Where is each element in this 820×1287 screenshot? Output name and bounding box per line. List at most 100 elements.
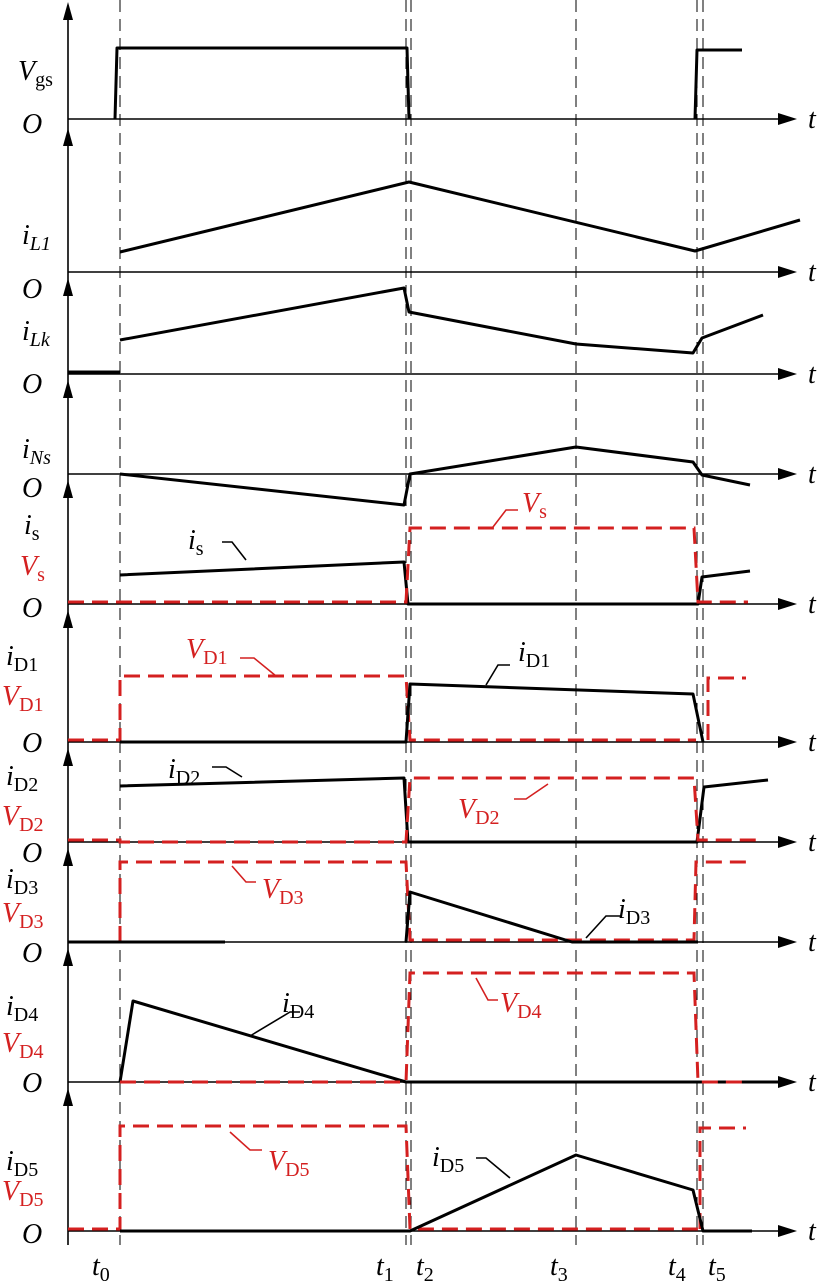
t2-marker: t2 (416, 1251, 434, 1286)
id3-label: iD3 (6, 864, 38, 899)
id5-leader (476, 1157, 511, 1179)
id4-waveform (118, 999, 790, 1084)
is-x-arrow (778, 598, 797, 610)
ins-t-symbol: t (808, 459, 817, 490)
is-annotation: is (188, 525, 204, 560)
vd1-waveform (68, 674, 696, 742)
vd2-annotation: VD2 (458, 794, 500, 829)
origin-label: O (22, 274, 42, 305)
is-label: is (24, 510, 40, 545)
vd1-label: VD1 (2, 681, 44, 716)
vd2-waveform (68, 776, 760, 844)
d1-t-symbol: t (808, 727, 817, 758)
ins-label: iNs (22, 434, 51, 469)
vgs-x-arrow (778, 113, 797, 125)
d1-x-arrow (778, 736, 797, 748)
d3-y-arrow (63, 848, 73, 866)
d3-x-arrow (778, 936, 797, 948)
vs-leader (492, 509, 518, 528)
t0-marker: t0 (92, 1251, 110, 1286)
id1-label: iD1 (6, 641, 38, 676)
d2-x-arrow (778, 836, 797, 848)
vd1-annotation: VD1 (186, 634, 228, 669)
vd3-waveform (118, 860, 746, 942)
id2-leader (212, 766, 243, 778)
vd5-waveform-next (698, 1126, 746, 1229)
vd4-annotation: VD4 (500, 988, 542, 1023)
ilk-y-arrow (63, 278, 73, 296)
panel-labels: Vgs iL1 iLk iNs is Vs iD1 VD1 iD2 VD2 iD… (2, 56, 53, 1211)
origin-labels: O O O O O O O O O O (22, 109, 42, 1250)
vd4-label: VD4 (2, 1028, 44, 1063)
vgs-waveform-next (693, 48, 742, 120)
vd1-waveform-next (706, 676, 746, 740)
ilk-label: iLk (22, 316, 51, 351)
origin-label: O (22, 593, 42, 624)
vs-annotation: Vs (522, 488, 547, 523)
origin-label: O (22, 1068, 42, 1099)
ins-y-arrow (63, 380, 73, 398)
vd5-label: VD5 (2, 1176, 44, 1211)
id4-label: iD4 (6, 991, 38, 1026)
id5-label: iD5 (6, 1146, 38, 1181)
is-leader (222, 541, 247, 561)
ilk-t-symbol: t (808, 359, 817, 390)
d2-t-symbol: t (808, 827, 817, 858)
vd2-label: VD2 (2, 801, 44, 836)
id2-label: iD2 (6, 761, 38, 796)
id1-leader (485, 664, 510, 686)
is-t-symbol: t (808, 589, 817, 620)
id1-waveform (120, 682, 705, 744)
vd3-leader (231, 865, 256, 883)
vd5-leader (229, 1131, 262, 1151)
id5-annotation: iD5 (432, 1142, 464, 1177)
vd2-leader (514, 783, 549, 800)
ins-waveform (119, 445, 751, 507)
is-waveform (119, 560, 751, 606)
id4-annotation: iD4 (282, 988, 314, 1023)
origin-label: O (22, 369, 42, 400)
id1-annotation: iD1 (518, 637, 550, 672)
t3-marker: t3 (550, 1251, 568, 1286)
il1-t-symbol: t (808, 257, 817, 288)
vd1-leader (240, 657, 277, 677)
id5-waveform (120, 1153, 752, 1233)
vs-label: Vs (20, 551, 45, 586)
d1-y-arrow (63, 610, 73, 628)
d4-y-arrow (63, 948, 73, 966)
is-y-arrow (63, 480, 73, 498)
d4-t-symbol: t (808, 1067, 817, 1098)
origin-label: O (22, 473, 42, 504)
vgs-label: Vgs (18, 56, 53, 91)
d5-t-symbol: t (808, 1216, 817, 1247)
vgs-t-symbol: t (808, 104, 817, 135)
vs-waveform (68, 526, 748, 604)
origin-label: O (22, 728, 42, 759)
origin-label: O (22, 109, 42, 140)
vgs-y-arrow (63, 2, 73, 20)
d3-t-symbol: t (808, 927, 817, 958)
id2-waveform (119, 776, 769, 844)
time-markers: t0 t1 t2 t3 t4 t5 (92, 1251, 726, 1286)
vd5-waveform (68, 1124, 698, 1231)
ins-x-arrow (778, 468, 797, 480)
ilk-x-arrow (778, 368, 797, 380)
origin-label: O (22, 838, 42, 869)
d5-x-arrow (778, 1225, 797, 1237)
vd4-waveform (120, 971, 748, 1084)
t-axis-symbols: t t t t t t t t t t (808, 104, 817, 1247)
d2-y-arrow (63, 748, 73, 766)
il1-label: iL1 (22, 220, 51, 255)
il1-waveform (119, 180, 801, 254)
id3-annotation: iD3 (618, 894, 650, 929)
vd4-leader (475, 977, 498, 1001)
t5-marker: t5 (708, 1251, 726, 1286)
origin-label: O (22, 1219, 42, 1250)
vd3-label: VD3 (2, 898, 44, 933)
il1-x-arrow (778, 266, 797, 278)
id2-annotation: iD2 (168, 754, 200, 789)
t4-marker: t4 (668, 1251, 686, 1286)
id3-waveform-ramp (404, 890, 698, 944)
vgs-waveform (113, 46, 411, 120)
time-guides (119, 0, 704, 1245)
